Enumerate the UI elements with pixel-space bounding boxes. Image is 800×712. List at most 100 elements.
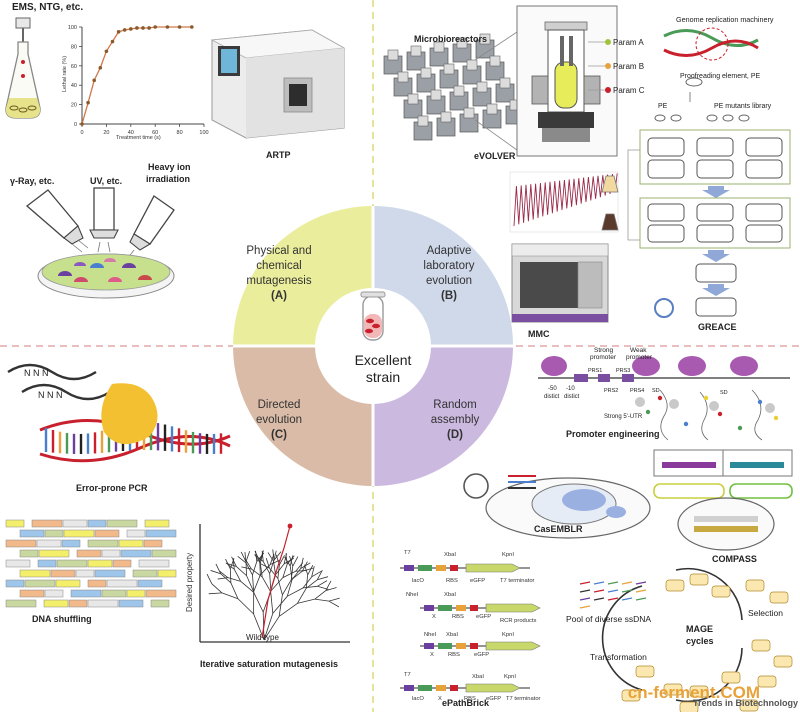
- dna-fragment: [55, 579, 81, 588]
- mage-label-1: MAGE: [686, 624, 713, 634]
- prs1-label: PRS1: [588, 368, 602, 374]
- dna-fragment: [94, 529, 120, 538]
- quadrant-b-tag: (B): [441, 290, 457, 302]
- epath-part-label: lacO: [412, 696, 424, 702]
- dna-fragment: [37, 559, 57, 568]
- ssdna-strand: [579, 581, 591, 585]
- distict-label-2: distict: [564, 394, 580, 400]
- heavy-ion-label-1: Heavy ion: [148, 162, 191, 172]
- watermark-brand: cn-ferment: [627, 683, 716, 702]
- transformation-label: Transformation: [590, 652, 647, 662]
- casemblr-diagram: [463, 473, 651, 539]
- dna-fragment: [118, 539, 144, 548]
- genome-label: Genome replication machinery: [676, 15, 774, 24]
- dna-fragment: [126, 529, 146, 538]
- epath-part-label: X: [432, 614, 436, 620]
- egfp-arrow: [465, 683, 521, 693]
- lethal-y-label: Lethal rate (%): [62, 56, 68, 92]
- donut: [233, 206, 513, 486]
- mage-cell: [665, 579, 685, 592]
- uv-label: UV, etc.: [90, 176, 122, 186]
- lamp-left-icon: [25, 189, 89, 253]
- mage-label-2: cycles: [686, 636, 714, 646]
- ssdna-strand: [621, 597, 633, 601]
- desired-property-label: Desired property: [185, 553, 194, 612]
- dna-fragment: [106, 579, 138, 588]
- minus10-label: -10: [566, 386, 575, 392]
- quadrant-c-line2: evolution: [255, 414, 303, 426]
- ssdna-strand: [593, 589, 605, 593]
- lethal-point: [141, 26, 145, 30]
- heavy-ion-label-2: irradiation: [146, 174, 190, 184]
- evolver-label: eVOLVER: [474, 151, 516, 161]
- quadrant-d-line2: assembly: [430, 414, 480, 426]
- quadrant-c-line1: Directed: [257, 399, 301, 411]
- dna-fragment: [101, 589, 127, 598]
- dna-fragment: [38, 549, 70, 558]
- x-tick-label: 20: [103, 130, 109, 136]
- lethal-point: [80, 122, 84, 126]
- ssdna-strand: [621, 581, 633, 585]
- ssdna-strand: [635, 597, 647, 601]
- mage-cell: [621, 689, 641, 702]
- ssdna-strand: [607, 581, 619, 585]
- growth-oscillation-chart: [509, 171, 619, 233]
- dna-fragment: [157, 569, 177, 578]
- epath-part-label: KpnI: [502, 552, 514, 558]
- dna-fragment: [19, 589, 45, 598]
- lethal-point: [190, 25, 194, 29]
- epath-part-label: lacO: [412, 578, 424, 584]
- epath-part-label: XbaI: [472, 674, 484, 680]
- prs4-label: PRS4: [630, 388, 644, 394]
- mage-cell: [751, 639, 771, 652]
- x-tick-label: 80: [177, 130, 183, 136]
- epath-part-label: KpnI: [504, 674, 516, 680]
- ray-label: γ-Ray, etc.: [10, 176, 54, 186]
- epath-part-label: T7: [404, 672, 411, 678]
- epath-part-label: NheI: [424, 632, 437, 638]
- dna-fragment: [145, 589, 177, 598]
- prs2-label: PRS2: [604, 388, 618, 394]
- dna-fragment: [61, 539, 81, 548]
- epath-part-label: RCR products: [500, 618, 537, 624]
- dna-fragment: [120, 549, 152, 558]
- lamp-right-icon: [127, 195, 175, 259]
- labels: EMS, NTG, etc. Lethal rate (%) Treatment…: [10, 2, 783, 708]
- x-tick-label: 60: [152, 130, 158, 136]
- quadrant-b-text: Adaptive laboratory evolution (B): [394, 244, 504, 304]
- ep-pcr-label: Error-prone PCR: [76, 483, 148, 493]
- lethal-point: [104, 49, 109, 54]
- dna-fragment: [106, 519, 138, 528]
- weak-label: Weak: [630, 347, 647, 354]
- mage-cell: [739, 699, 759, 712]
- dna-fragment: [87, 579, 107, 588]
- distict-label-1: distict: [544, 394, 560, 400]
- center-label-line2: strain: [365, 369, 401, 385]
- param-c-label: Param C: [613, 86, 645, 95]
- dna-fragment: [5, 519, 25, 528]
- ssdna-strand: [635, 581, 647, 585]
- quadrant-d-tag: (D): [447, 429, 463, 441]
- dna-fragment: [75, 569, 95, 578]
- dna-fragment: [150, 599, 170, 608]
- x-tick-label: 40: [128, 130, 134, 136]
- epath-part-label: T7 terminator: [506, 696, 541, 702]
- dna-fragment: [44, 529, 64, 538]
- lethal-point: [86, 100, 90, 105]
- ssdna-strand: [593, 597, 605, 601]
- quadrant-b-line3: evolution: [425, 275, 473, 287]
- quadrant-d-text: Random assembly (D): [400, 398, 510, 443]
- quadrant-a-line3: mutagenesis: [246, 275, 312, 287]
- x-tick-label: 100: [199, 130, 208, 136]
- y-tick-label: 0: [74, 122, 77, 128]
- ssdna-strand: [593, 581, 605, 585]
- dna-fragment: [19, 529, 45, 538]
- mage-cell: [721, 671, 741, 684]
- journal-credit: Trends in Biotechnology: [692, 698, 798, 708]
- epath-part-label: XbaI: [444, 592, 456, 598]
- sd-label-1: SD: [652, 388, 660, 394]
- dna-fragment: [126, 589, 146, 598]
- greace-workflow: [601, 27, 791, 318]
- dna-strands: [7, 363, 231, 463]
